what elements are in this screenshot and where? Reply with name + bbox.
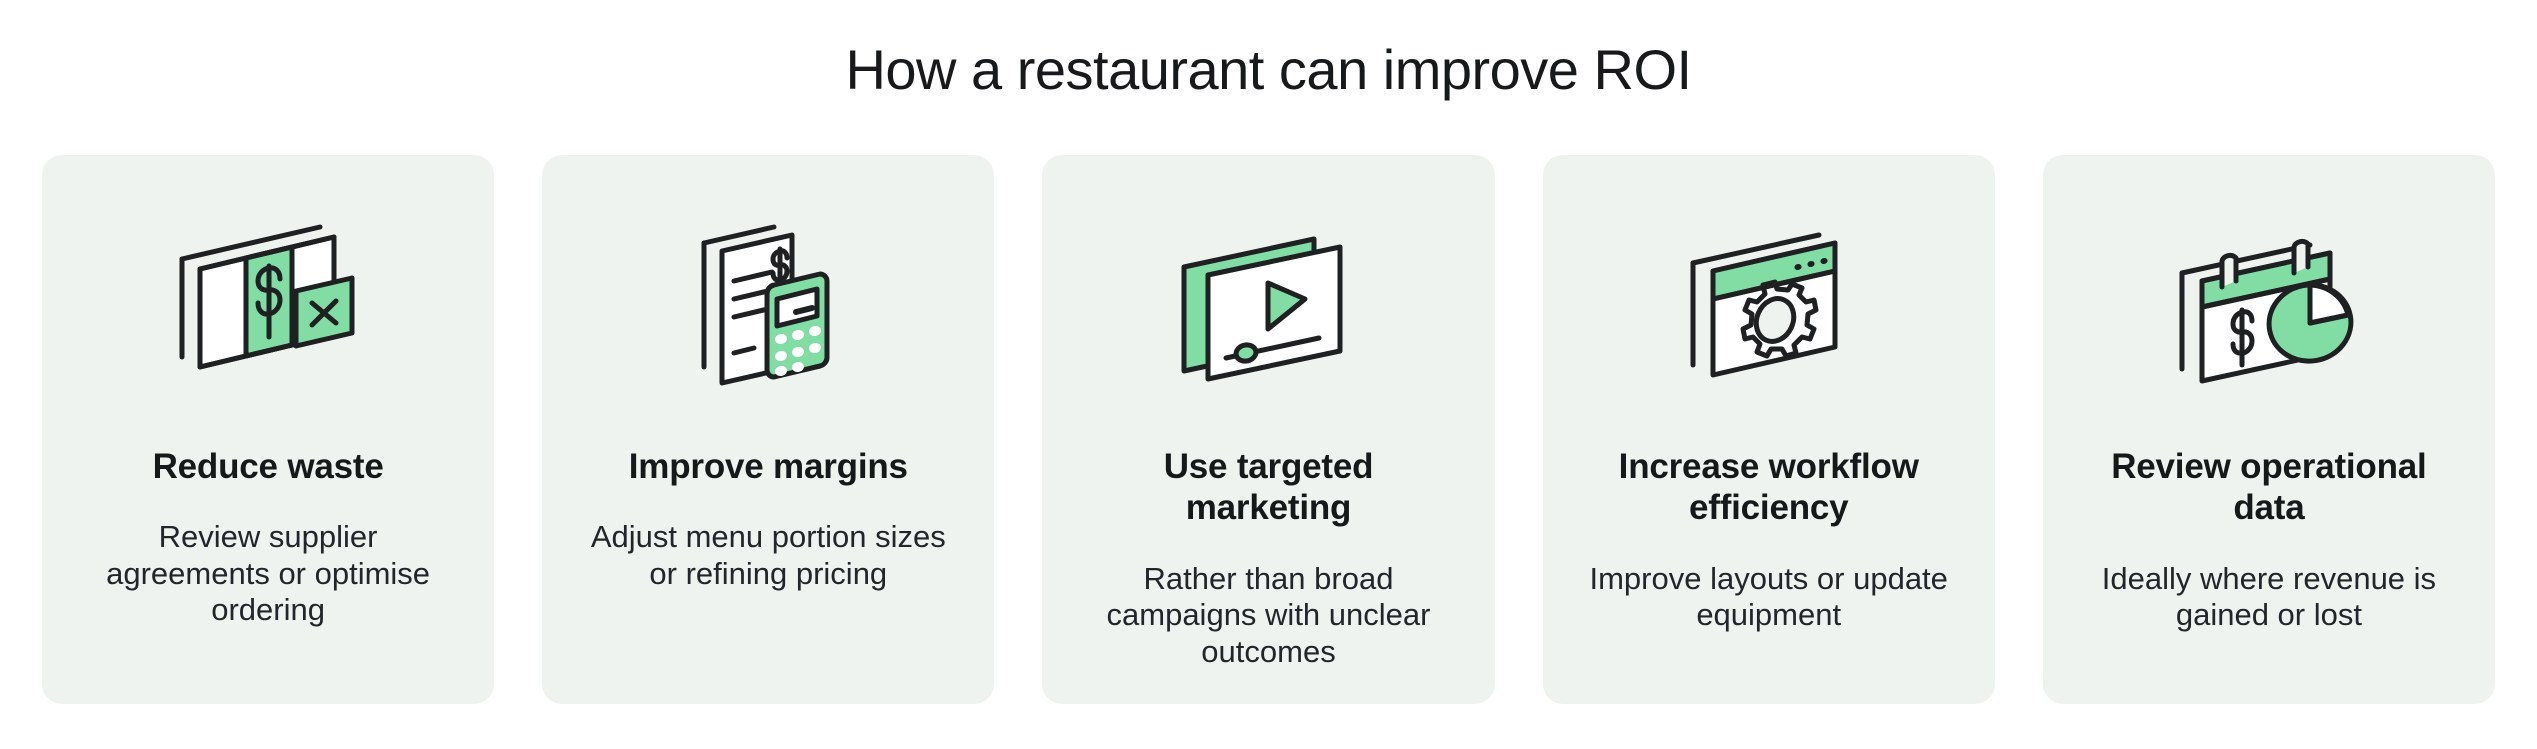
card-body: Ideally where revenue is gained or lost xyxy=(2101,560,2437,633)
card-title: Increase workflow efficiency xyxy=(1618,447,1919,528)
card-body: Review supplier agreements or optimise o… xyxy=(106,519,431,628)
card-title: Use targeted marketing xyxy=(1163,447,1374,528)
banknote-dollar-reject-icon xyxy=(66,199,470,414)
page-title: How a restaurant can improve ROI xyxy=(845,38,1692,101)
card-title: Reduce waste xyxy=(152,447,384,486)
invoice-calculator-icon xyxy=(566,199,970,414)
video-play-screen-icon xyxy=(1066,199,1470,414)
card-body: Rather than broad campaigns with unclear… xyxy=(1106,560,1431,669)
card-review-operational-data: Review operational data Ideally where re… xyxy=(2042,155,2496,705)
calendar-dollar-pie-chart-icon xyxy=(2067,199,2471,414)
card-improve-margins: Improve margins Adjust menu portion size… xyxy=(542,155,995,705)
card-title: Review operational data xyxy=(2111,447,2427,528)
browser-window-gear-icon xyxy=(1567,199,1971,414)
card-title: Improve margins xyxy=(628,447,908,486)
card-body: Improve layouts or update equipment xyxy=(1589,560,1948,633)
card-use-targeted-marketing: Use targeted marketing Rather than broad… xyxy=(1042,155,1495,705)
card-body: Adjust menu portion sizes or refining pr… xyxy=(590,519,946,591)
card-reduce-waste: Reduce waste Review supplier agreements … xyxy=(42,155,495,705)
card-increase-workflow-efficiency: Increase workflow efficiency Improve lay… xyxy=(1542,155,1995,705)
card-grid: Reduce waste Review supplier agreements … xyxy=(42,155,2496,705)
